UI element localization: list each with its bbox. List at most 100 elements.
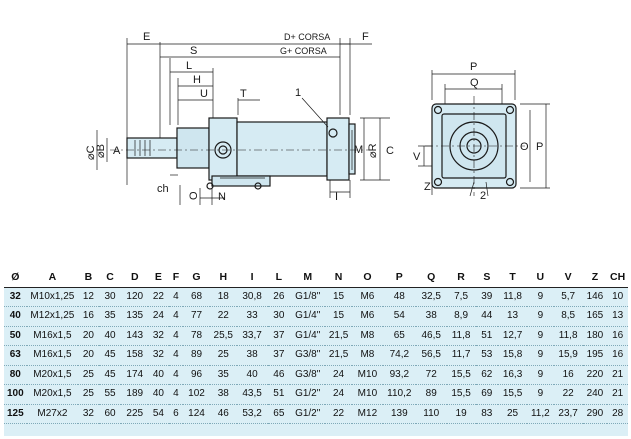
label-s: S	[190, 45, 197, 57]
table-cell: 35	[98, 306, 122, 327]
table-cell: 45	[98, 365, 122, 385]
table-cell: 74,2	[382, 345, 416, 366]
table-cell: 43,5	[236, 384, 268, 405]
table-cell: 51	[475, 326, 499, 346]
table-cell: 15,8	[498, 345, 527, 366]
table-cell: 165	[582, 306, 608, 327]
table-cell: 13	[498, 306, 527, 327]
table-cell: 4	[168, 384, 184, 405]
table-cell: 5,7	[553, 287, 583, 307]
table-cell: 40	[148, 365, 169, 385]
label-g-corsa: G+ CORSA	[280, 46, 327, 56]
table-cell: G1/2"	[290, 404, 326, 424]
table-cell: 23,7	[553, 404, 583, 424]
label-1: 1	[295, 87, 301, 99]
table-cell: 9	[526, 345, 554, 366]
table-cell: 96	[183, 365, 210, 385]
column-header: N	[325, 268, 352, 288]
table-cell: 78	[183, 326, 210, 346]
label-p-top: P	[470, 61, 477, 73]
table-cell: 93,2	[382, 365, 416, 385]
table-cell: 55	[98, 384, 122, 405]
label-ch: ch	[157, 183, 169, 195]
label-h: H	[193, 74, 201, 86]
label-dr: ⌀R	[367, 143, 379, 158]
table-cell: 50	[4, 326, 27, 346]
table-cell: 20	[78, 326, 99, 346]
table-cell: 62	[475, 365, 499, 385]
table-cell: M12	[351, 404, 383, 424]
table-cell: 135	[121, 306, 149, 327]
column-header: F	[168, 268, 184, 288]
table-cell: 46	[209, 404, 237, 424]
table-cell: 33,7	[236, 326, 268, 346]
table-cell: 60	[98, 404, 122, 424]
label-u: U	[200, 88, 208, 100]
label-a: A	[113, 145, 121, 157]
table-cell: 21,5	[325, 345, 352, 366]
table-cell: 21	[607, 384, 628, 405]
table-cell: 40	[148, 384, 169, 405]
column-header: P	[382, 268, 416, 288]
table-cell: M8	[351, 345, 383, 366]
table-cell: 8,5	[553, 306, 583, 327]
table-cell: 38	[415, 306, 447, 327]
table-cell: 22	[148, 287, 169, 307]
technical-drawing: E D+ CORSA F S G+ CORSA L H U T 1 ⌀C ⌀B …	[85, 31, 550, 205]
table-cell: 22	[209, 306, 237, 327]
table-cell: 25	[498, 404, 527, 424]
table-cell: 54	[148, 404, 169, 424]
column-header: O	[351, 268, 383, 288]
table-cell: 32,5	[415, 287, 447, 307]
table-cell: 32	[4, 287, 27, 307]
table-cell: 11,8	[498, 287, 527, 307]
label-z: Z	[424, 181, 431, 193]
label-q: Q	[470, 77, 479, 89]
table-cell: 16	[78, 306, 99, 327]
table-cell: M10	[351, 365, 383, 385]
label-v: V	[413, 151, 421, 163]
table-cell: 25	[78, 384, 99, 405]
table-cell: 16	[607, 345, 628, 366]
table-cell: 11,8	[446, 326, 476, 346]
table-cell: 80	[4, 365, 27, 385]
table-cell: 26	[267, 287, 291, 307]
table-cell: 195	[582, 345, 608, 366]
table-cell: 65	[382, 326, 416, 346]
table-cell: M16x1,5	[26, 345, 79, 366]
table-cell: 22	[553, 384, 583, 405]
table-cell: 38	[236, 345, 268, 366]
table-cell: 13	[607, 306, 628, 327]
column-header: Ø	[4, 268, 27, 288]
table-cell: G3/8"	[290, 365, 326, 385]
table-cell: 32	[148, 326, 169, 346]
table-cell: 143	[121, 326, 149, 346]
table-cell: 220	[582, 365, 608, 385]
table-cell: 16	[553, 365, 583, 385]
table-cell: 9	[526, 306, 554, 327]
table-cell: 19	[446, 404, 476, 424]
table-cell: G1/4"	[290, 326, 326, 346]
column-header: A	[26, 268, 79, 288]
table-cell: 12,7	[498, 326, 527, 346]
table-cell: 45	[98, 345, 122, 366]
table-cell: 146	[582, 287, 608, 307]
column-header: CH	[607, 268, 628, 288]
table-cell: M6	[351, 306, 383, 327]
table-cell: M12x1,25	[26, 306, 79, 327]
table-cell: M20x1,5	[26, 384, 79, 405]
label-f: F	[362, 31, 369, 43]
table-cell: M8	[351, 326, 383, 346]
table-cell: 40	[236, 365, 268, 385]
table-cell: 53	[475, 345, 499, 366]
table-cell: 25,5	[209, 326, 237, 346]
table-cell: M16x1,5	[26, 326, 79, 346]
table-cell: 89	[183, 345, 210, 366]
